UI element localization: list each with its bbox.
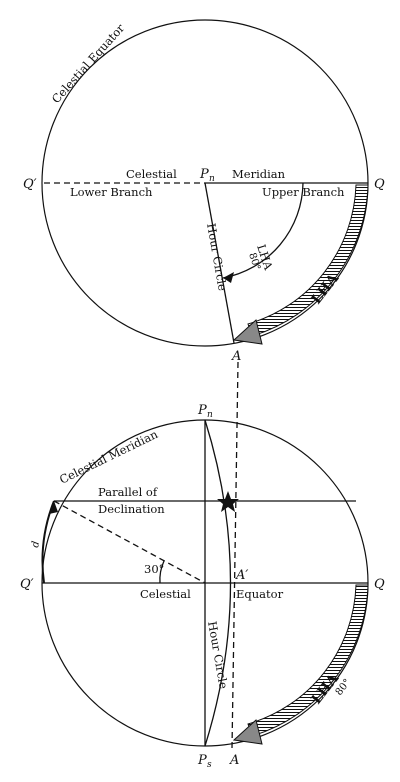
lower-q-label: Q — [374, 577, 385, 592]
lower-lha-band-arrowhead — [232, 719, 263, 745]
lower-declination-arc — [41, 500, 55, 584]
lower-pn-label: P — [197, 403, 207, 418]
lower-q-prime-label: Q′ — [20, 577, 34, 592]
lower-equator-label: Equator — [236, 587, 284, 601]
lower-hour-circle-curve — [204, 419, 232, 747]
upper-q-prime-label: Q′ — [23, 177, 37, 192]
lower-hour-circle-label: Hour Circle — [205, 620, 231, 690]
lower-declination-label: Declination — [98, 502, 165, 516]
upper-hour-circle-line — [204, 182, 235, 344]
lower-a-prime-label: A′ — [235, 568, 248, 583]
star-icon — [217, 491, 239, 512]
upper-pn-sub: n — [209, 174, 215, 184]
lower-pn-sub: n — [207, 410, 213, 420]
projection-line — [231, 361, 239, 749]
lower-30-label: 30° — [144, 562, 164, 576]
upper-celestial-equator-label: Celestial Equator — [49, 21, 128, 106]
upper-diagram: Celestial Equator Q′ Q P n Celestial Mer… — [23, 19, 385, 364]
lower-d-label: d — [30, 540, 42, 548]
upper-celestial-label: Celestial — [126, 167, 177, 181]
upper-q-label: Q — [374, 177, 385, 192]
upper-upper-branch-label: Upper Branch — [262, 185, 345, 199]
lower-diagram: P n Celestial Meridian Parallel of Decli… — [20, 403, 385, 770]
upper-lha-arc — [222, 182, 304, 279]
lower-declination-radius — [53, 500, 206, 584]
upper-pn-label: P — [199, 167, 209, 182]
upper-lha-band-arrowhead — [232, 319, 263, 345]
lower-ps-label: P — [197, 753, 207, 768]
upper-80-label: 80° — [246, 252, 262, 272]
lower-lha-band — [247, 584, 369, 737]
lower-parallel-of-label: Parallel of — [98, 485, 158, 499]
upper-lha-arc-arrowhead — [223, 272, 234, 283]
lower-celestial-label: Celestial — [140, 587, 191, 601]
lower-celestial-meridian-label: Celestial Meridian — [57, 427, 160, 487]
upper-meridian-label: Meridian — [232, 167, 286, 181]
lower-30-arc — [159, 560, 165, 584]
lower-declination-arrowhead — [49, 501, 58, 514]
lower-a-label: A — [229, 753, 239, 768]
upper-lower-branch-label: Lower Branch — [70, 185, 153, 199]
upper-hour-circle-label: Hour Circle — [204, 222, 230, 292]
upper-a-label: A — [231, 349, 241, 364]
lower-ps-sub: s — [207, 760, 212, 770]
